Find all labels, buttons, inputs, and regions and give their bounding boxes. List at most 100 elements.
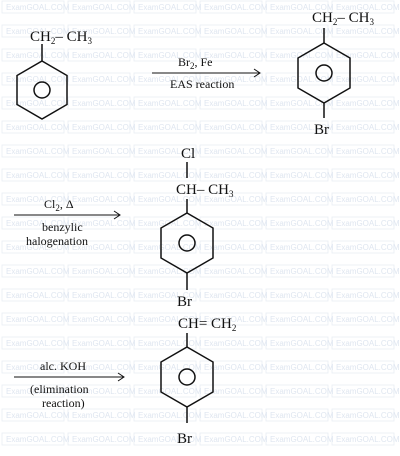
watermark-text: ExamGOAL.COM (270, 75, 334, 84)
watermark-box (199, 432, 263, 446)
watermark-text: ExamGOAL.COM (72, 51, 136, 60)
watermark-box (1, 240, 65, 254)
watermark-text: ExamGOAL.COM (138, 51, 202, 60)
watermark-text: ExamGOAL.COM (6, 267, 70, 276)
watermark-text: ExamGOAL.COM (138, 123, 202, 132)
watermark-box (265, 240, 329, 254)
step-1-arrowhead (253, 68, 261, 78)
watermark-box (199, 240, 263, 254)
watermark-text: ExamGOAL.COM (336, 363, 400, 372)
watermark-text: ExamGOAL.COM (270, 339, 334, 348)
watermark-box (1, 24, 65, 38)
watermark-box (331, 312, 395, 326)
step-3-condition-line-1: (elimination (30, 382, 89, 396)
watermark-box (1, 408, 65, 422)
watermark-text: ExamGOAL.COM (336, 51, 400, 60)
watermark-box (1, 384, 65, 398)
watermark-box (199, 384, 263, 398)
watermark-box (133, 336, 197, 350)
watermark-text: ExamGOAL.COM (336, 123, 400, 132)
watermark-text: ExamGOAL.COM (6, 363, 70, 372)
watermark-text: ExamGOAL.COM (336, 435, 400, 444)
watermark-box (1, 264, 65, 278)
watermark-text: ExamGOAL.COM (270, 147, 334, 156)
watermark-text: ExamGOAL.COM (138, 435, 202, 444)
substituent-label: CH2– CH3 (30, 29, 92, 46)
watermark-text: ExamGOAL.COM (138, 195, 202, 204)
watermark-box (67, 24, 131, 38)
watermark-box (1, 192, 65, 206)
watermark-box (265, 216, 329, 230)
watermark-text: ExamGOAL.COM (72, 27, 136, 36)
watermark-text: ExamGOAL.COM (6, 75, 70, 84)
watermark-box (331, 0, 395, 14)
watermark-box (331, 96, 395, 110)
watermark-text: ExamGOAL.COM (270, 123, 334, 132)
watermark-text: ExamGOAL.COM (72, 3, 136, 12)
watermark-text: ExamGOAL.COM (138, 99, 202, 108)
watermark-text: ExamGOAL.COM (6, 291, 70, 300)
watermark-text: ExamGOAL.COM (270, 3, 334, 12)
watermark-text: ExamGOAL.COM (204, 219, 268, 228)
step-3-condition-line-2: reaction) (42, 396, 85, 410)
watermark-text: ExamGOAL.COM (72, 315, 136, 324)
watermark-text: ExamGOAL.COM (204, 147, 268, 156)
watermark-box (199, 360, 263, 374)
watermark-text: ExamGOAL.COM (204, 387, 268, 396)
watermark-text: ExamGOAL.COM (138, 171, 202, 180)
watermark-box (331, 360, 395, 374)
watermark-box (265, 336, 329, 350)
watermark-box (67, 120, 131, 134)
watermark-text: ExamGOAL.COM (72, 411, 136, 420)
watermark-box (1, 144, 65, 158)
watermark-text: ExamGOAL.COM (336, 3, 400, 12)
step-1-condition: EAS reaction (170, 77, 234, 91)
watermark-text: ExamGOAL.COM (72, 123, 136, 132)
watermark-text: ExamGOAL.COM (204, 27, 268, 36)
watermark-text: ExamGOAL.COM (72, 75, 136, 84)
watermark-box (1, 288, 65, 302)
watermark-text: ExamGOAL.COM (270, 435, 334, 444)
step-3: alc. KOH (elimination reaction) (14, 359, 125, 410)
watermark-text: ExamGOAL.COM (72, 363, 136, 372)
watermark-box (1, 216, 65, 230)
watermark-box (331, 72, 395, 86)
watermark-text: ExamGOAL.COM (72, 435, 136, 444)
watermark-text: ExamGOAL.COM (138, 411, 202, 420)
watermark-box (67, 192, 131, 206)
watermark-box (1, 336, 65, 350)
watermark-box (199, 120, 263, 134)
watermark-box (67, 384, 131, 398)
watermark-box (133, 408, 197, 422)
watermark-box (133, 168, 197, 182)
styrene-product: CH= CH2 Br (160, 316, 236, 447)
watermark-box (133, 120, 197, 134)
p-bromoethylbenzene: CH2– CH3 Br (297, 10, 374, 138)
watermark-box (265, 408, 329, 422)
watermark-text: ExamGOAL.COM (270, 27, 334, 36)
watermark-text: ExamGOAL.COM (6, 219, 70, 228)
watermark-box (67, 360, 131, 374)
watermark-text: ExamGOAL.COM (72, 99, 136, 108)
watermark-text: ExamGOAL.COM (6, 27, 70, 36)
watermark-text: ExamGOAL.COM (72, 267, 136, 276)
step-2-reagent: Cl2, Δ (44, 197, 74, 213)
watermark-text: ExamGOAL.COM (138, 147, 202, 156)
chloro-product: Cl CH– CH3 Br (160, 146, 234, 310)
watermark-box (331, 48, 395, 62)
watermark-text: ExamGOAL.COM (72, 291, 136, 300)
watermark-box (265, 264, 329, 278)
watermark-text: ExamGOAL.COM (270, 387, 334, 396)
watermark-box (67, 144, 131, 158)
watermark-box (67, 336, 131, 350)
watermark-box (67, 96, 131, 110)
watermark-box (199, 192, 263, 206)
aromatic-circle (33, 81, 51, 99)
substituent-label: CH– CH3 (176, 182, 234, 199)
watermark-text: ExamGOAL.COM (138, 291, 202, 300)
watermark-text: ExamGOAL.COM (72, 243, 136, 252)
aromatic-circle (178, 234, 196, 252)
watermark-box (67, 264, 131, 278)
watermark-text: ExamGOAL.COM (6, 123, 70, 132)
watermark-box (133, 0, 197, 14)
